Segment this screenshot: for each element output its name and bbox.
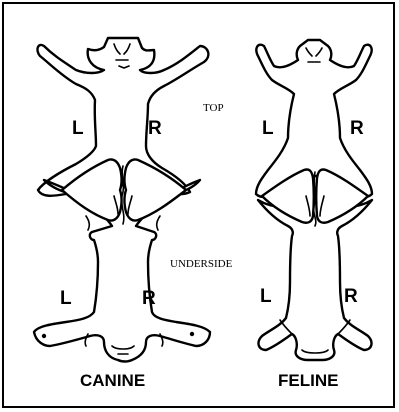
top-view-label: TOP (203, 102, 224, 114)
feline-underside-left-label: L (260, 286, 272, 307)
canine-underside-right-label: R (142, 288, 156, 309)
feline-caption: FELINE (278, 371, 338, 390)
canine-caption: CANINE (80, 371, 145, 390)
underside-view-label: UNDERSIDE (170, 258, 233, 270)
feline-figure: L R L R FELINE (256, 40, 372, 390)
canine-top-left-label: L (72, 118, 84, 139)
feline-underside-right-label: R (344, 286, 358, 307)
canine-underside-left-label: L (60, 288, 72, 309)
canine-top-right-label: R (148, 118, 162, 139)
feline-top-right-label: R (350, 118, 364, 139)
canine-left-paw-mark (42, 334, 46, 338)
canine-figure: L R L R CANINE (34, 38, 210, 390)
feline-top-left-label: L (262, 118, 274, 139)
canine-right-paw-mark (190, 332, 194, 336)
